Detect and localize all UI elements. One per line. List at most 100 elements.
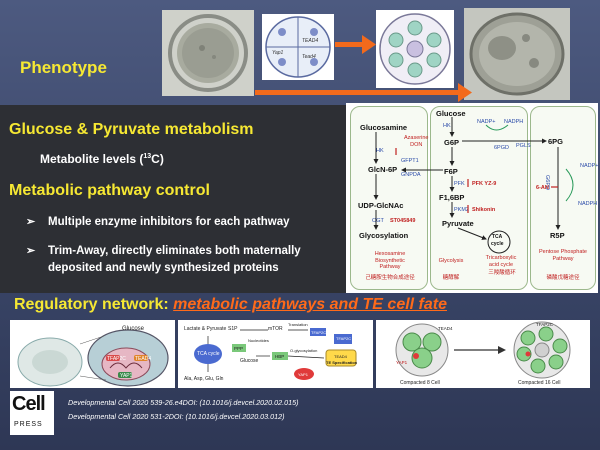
citation-1[interactable]: Developmental Cell 2020 539-26.e4DOI: (1… [68, 398, 299, 407]
cofactor-nadph: NADPH [504, 119, 524, 125]
label-yap1-small: YAP1 [120, 373, 133, 379]
bullet-arrow-1: ➢ [26, 216, 36, 228]
embryo-diagram-3 [376, 10, 454, 88]
glycolysis-label: Glycolysis [438, 258, 464, 264]
glycolysis-column [430, 106, 528, 290]
ppp-label-zh: 磷酸戊糖途径 [546, 275, 580, 281]
embryo-image-1 [162, 10, 254, 96]
label-tfap2c-small: TFAP2C [107, 356, 126, 362]
label-ppp: PPP [234, 346, 244, 351]
label-translation: Translation [288, 322, 308, 327]
inhibitor-azaserine: Azaserine DON [404, 135, 429, 148]
metabolic-control-title: Metabolic pathway control [9, 182, 210, 199]
cofactor-nadp-2: NADP+ [580, 163, 599, 169]
summary-panel: Glucose & Pyruvate metabolism Metabolite… [0, 105, 346, 293]
metabolic-pathway-diagram: Glucosamine HK GlcN-6P GFPT1 GNPDA Azase… [346, 103, 599, 293]
enzyme-g6pd: G6PD [544, 175, 550, 190]
metabolite-levels-text: Metabolite levels (13C) [40, 152, 164, 166]
label-hbp: HBP [275, 354, 285, 359]
label-mtor: mTOR [268, 326, 283, 332]
pentose-phosphate-column [530, 106, 596, 290]
pathway-arrows [373, 117, 574, 240]
metabolite-r5p: R5P [550, 231, 565, 240]
metabolite-glucose: Glucose [436, 109, 466, 118]
logo-word-press: PRESS [14, 421, 43, 428]
label-amino-acids: Ala, Asp, Glu, Gln [184, 376, 224, 382]
phenotype-label: Phenotype [20, 58, 107, 77]
label-o-glycosylation: O-glycosylation [290, 348, 318, 353]
glycolysis-label-zh: 糖酵解 [442, 275, 460, 281]
metabolite-glycosylation: Glycosylation [359, 231, 409, 240]
metabolite-6pg: 6PG [548, 137, 564, 146]
label-nucleotides: Nucleotides [248, 338, 269, 343]
tca-word: TCA [492, 234, 503, 240]
label-tead4-right: TEAD4 [334, 354, 347, 359]
glucose-pyruvate-title: Glucose & Pyruvate metabolism [9, 121, 254, 138]
enzyme-6pgd: 6PGD [494, 145, 509, 151]
bullet-item-1: Multiple enzyme inhibitors for each path… [48, 216, 290, 228]
metabolite-f16bp: F1,6BP [439, 193, 465, 202]
tca-cycle-circle [487, 230, 511, 254]
metabolite-glucosamine: Glucosamine [360, 123, 408, 132]
label-glucose-small: Glucose [122, 326, 145, 332]
metabolite-f6p: F6P [444, 167, 458, 176]
cell-diagram-glucose: Glucose TFAP2C TEAD4 YAP1 [10, 320, 175, 388]
metabolite-pyruvate: Pyruvate [442, 219, 474, 228]
label-tead4-small: TEAD4 [135, 356, 152, 362]
orange-arrow-head-bottom [458, 83, 472, 102]
inhibitor-pfk-yz9: PFK YZ-9 [472, 181, 497, 187]
hexosamine-pathway-label: Hexosamine Biosynthetic Pathway [374, 251, 406, 270]
inhibitor-6an: 6-AN [536, 185, 549, 191]
label-yap1-mid: YAP1 [298, 372, 308, 377]
compacted-embryo-diagram: TEAD4 TFAP2C YAP1 Compacted 8 Cell Compa… [376, 320, 590, 388]
label-yap1-emb: YAP1 [396, 360, 408, 365]
hexosamine-column [350, 106, 428, 290]
tca-label-zh: 三羧酸循环 [488, 270, 516, 276]
orange-arrow-line-top [335, 42, 365, 47]
metabolite-udp-glcnac: UDP-GlcNAc [358, 201, 404, 210]
regulatory-network-title: Regulatory network: metabolic pathways a… [14, 296, 447, 313]
label-s1p: S1P [228, 326, 238, 332]
metabolite-g6p: G6P [444, 138, 460, 147]
label-glucose-mid: Glucose [240, 358, 259, 364]
orange-arrow-line-bottom [255, 90, 460, 95]
orange-arrow-head-top [362, 35, 376, 54]
cell-press-logo: Cell PRESS [10, 391, 54, 435]
inhibitor-st045849: ST045849 [390, 218, 416, 224]
cofactor-nadp: NADP+ [477, 119, 496, 125]
label-tfap2c-right: TFAP2C [336, 336, 352, 341]
label-te-specification: TE Specification [326, 360, 358, 365]
label-tca-cycle: TCA cycle [197, 351, 220, 357]
enzyme-pkm2: PKM2 [454, 207, 469, 213]
bullet-arrow-2: ➢ [26, 245, 36, 257]
hexosamine-pathway-label-zh: 己糖胺生物合成途径 [365, 275, 415, 281]
inhibitor-shikonin: Shikonin [472, 207, 496, 213]
enzyme-gfpt1: GFPT1 [401, 158, 419, 164]
enzyme-gnpda: GNPDA [401, 172, 421, 178]
enzyme-hk-1: HK [376, 148, 384, 154]
enzyme-hk-2: HK [443, 123, 451, 129]
img2-label-3: Tead4 [302, 54, 316, 60]
tca-label: Tricarboxylic acid cycle [485, 255, 517, 268]
ppp-label: Pentose Phosphate Pathway [538, 249, 587, 262]
label-tfap2c-top: TFAP2C [311, 330, 327, 335]
caption-compacted-8-cell: Compacted 8 Cell [400, 380, 440, 386]
citation-2[interactable]: Developmental Cell 2020 531-2DOI: (10.10… [68, 412, 285, 421]
blastocyst-image-4 [464, 8, 570, 100]
label-tead4-emb: TEAD4 [438, 326, 453, 331]
img2-label-1: TEAD4 [302, 38, 318, 44]
signaling-network-diagram: Lactate & Pyruvate TCA cycle Ala, Asp, G… [178, 320, 373, 388]
label-tfap2c-emb: TFAP2C [536, 322, 554, 327]
cycle-word: cycle [491, 241, 504, 247]
label-lactate-pyruvate: Lactate & Pyruvate [184, 326, 227, 332]
bullet-item-2: Trim-Away, directly eliminates both mate… [48, 245, 301, 274]
logo-word-cell: Cell [12, 393, 46, 415]
enzyme-ogt: OGT [372, 218, 384, 224]
cofactor-nadph-2: NADPH [578, 201, 598, 207]
enzyme-pfk: PFK [454, 181, 465, 187]
embryo-diagram-2: TEAD4 Yap1 Tead4 [262, 14, 334, 80]
caption-compacted-16-cell: Compacted 16 Cell [518, 380, 561, 386]
img2-label-2: Yap1 [272, 50, 284, 56]
metabolite-glcn6p: GlcN-6P [368, 165, 398, 174]
enzyme-pgls: PGLS [516, 143, 531, 149]
